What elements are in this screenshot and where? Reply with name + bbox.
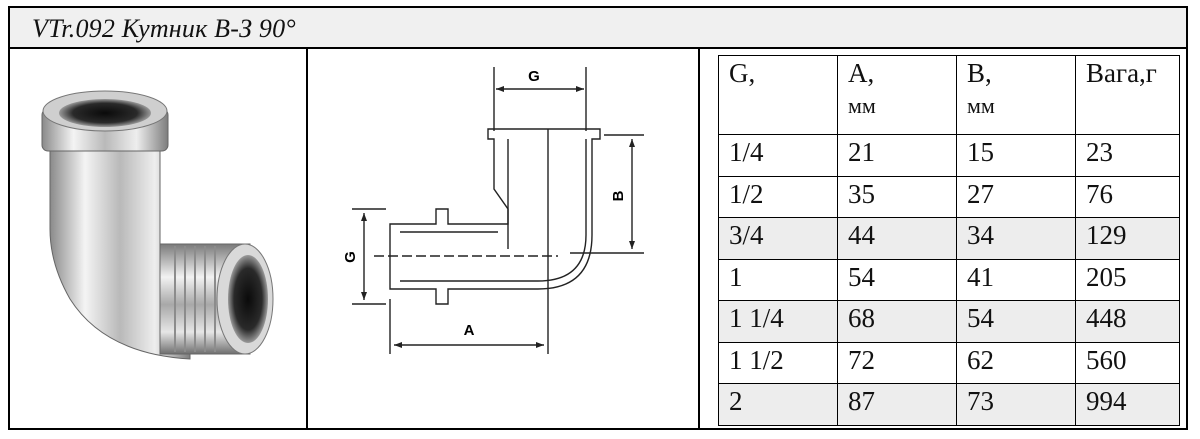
table-cell: 15 [956,134,1076,177]
table-cell: 68 [837,300,957,343]
table-cell: 76 [1075,175,1180,219]
product-photo-cell [10,49,308,428]
table-cell: 994 [1075,383,1180,426]
product-title: VTr.092 Кутник В-З 90° [32,14,296,43]
table-cell: 27 [956,175,1076,219]
table-cell: 1/4 [718,134,838,177]
table-cell: 62 [956,341,1076,385]
table-cell: 1 1/2 [718,341,838,385]
elbow-technical-drawing: G B G A [342,67,644,354]
table-cell: 34 [956,217,1076,260]
table-cell: 3/4 [718,217,838,260]
table-cell: 2 [718,383,838,426]
header-label: Вага,г [1086,58,1157,88]
table-cell: 129 [1075,217,1180,260]
table-cell: 72 [837,341,957,385]
header-unit: мм [848,93,876,118]
dimension-g-top: G [528,68,540,85]
table-cell: 1 [718,258,838,302]
technical-drawing-cell: G B G A [308,49,700,428]
dimension-a: A [464,322,475,339]
product-card: VTr.092 Кутник В-З 90° [8,6,1188,430]
header-label: A, [848,58,875,88]
table-cell: 1/2 [718,175,838,219]
table-header-cell: G, [718,55,838,135]
elbow-fitting-photo [41,90,274,360]
header-unit: мм [967,93,995,118]
table-cell: 205 [1075,258,1180,302]
table-cell: 54 [837,258,957,302]
table-header-cell: B, мм [956,55,1076,135]
table-cell: 44 [837,217,957,260]
table-cell: 41 [956,258,1076,302]
table-cell: 448 [1075,300,1180,343]
title-bar: VTr.092 Кутник В-З 90° [10,8,1186,49]
header-label: G, [729,58,756,88]
table-cell: 54 [956,300,1076,343]
table-header-cell: Вага,г [1075,55,1180,135]
table-cell: 21 [837,134,957,177]
header-label: B, [967,58,992,88]
table-header-row: G, A, мм B, мм Вага,г [718,55,1180,135]
table-cell: 73 [956,383,1076,426]
table-cell: 35 [837,175,957,219]
table-cell: 1 1/4 [718,300,838,343]
dimension-b: B [610,190,627,201]
table-cell: 87 [837,383,957,426]
table-header-cell: A, мм [837,55,957,135]
table-cell: 23 [1075,134,1180,177]
dimension-g-left: G [342,251,359,263]
table-cell: 560 [1075,341,1180,385]
